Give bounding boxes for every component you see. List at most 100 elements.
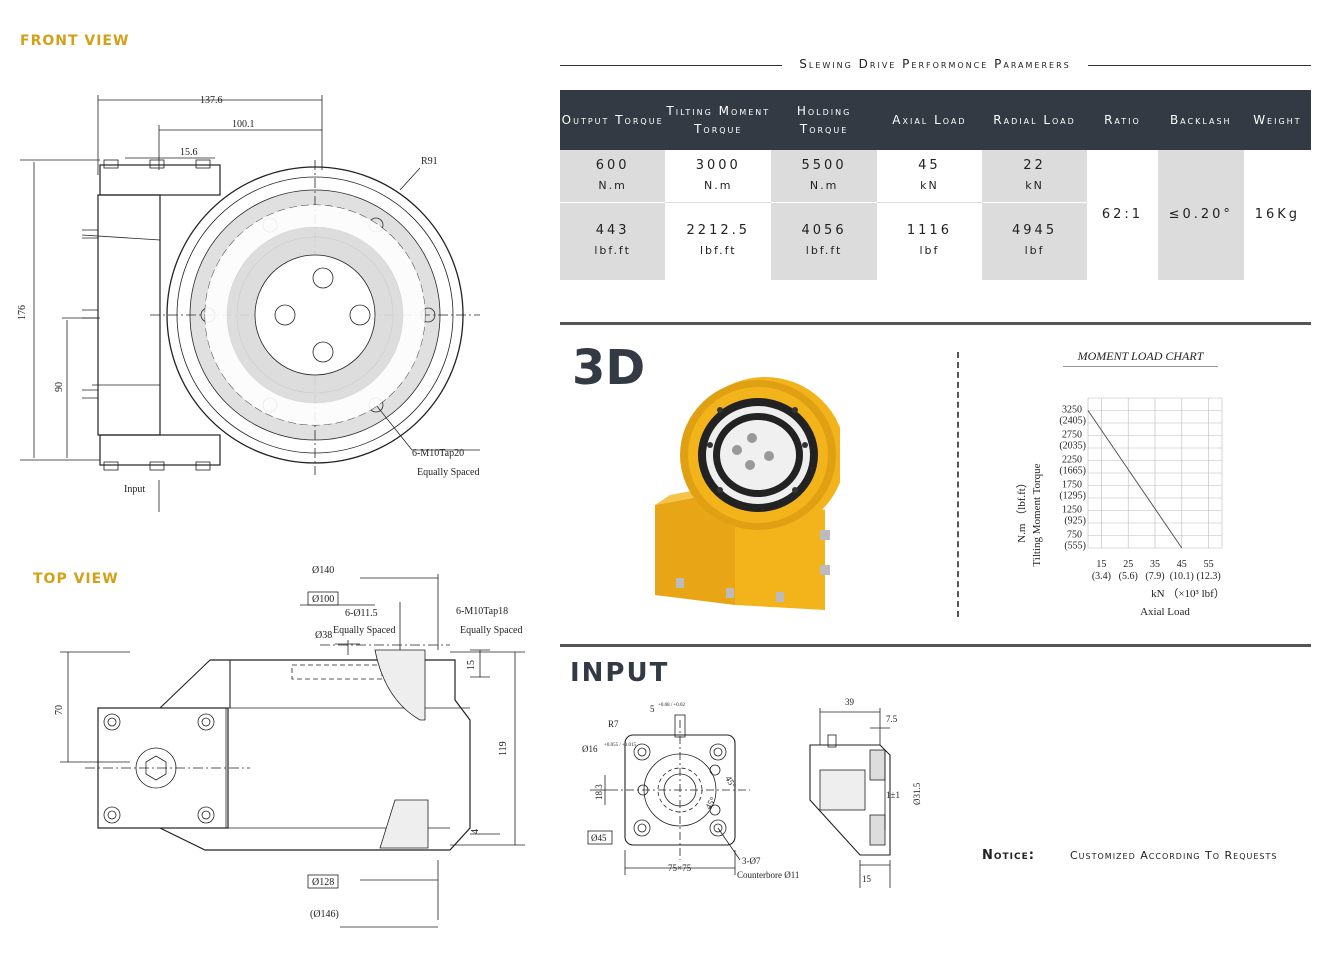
dim-100-1: 100.1 — [232, 119, 255, 130]
cell-weight: 16Kg — [1243, 150, 1311, 280]
chart-title: MOMENT LOAD CHART — [1063, 349, 1218, 367]
dim-d146: (Ø146) — [310, 909, 339, 920]
divider-input — [560, 644, 1311, 647]
input-counterbore: Counterbore Ø11 — [737, 870, 799, 880]
input-angle-2: 45° — [703, 795, 718, 811]
chart-ytick: 1250 — [1062, 505, 1082, 516]
dim-r91: R91 — [421, 156, 438, 167]
header-tilting-moment: Tilting Moment Torque — [665, 90, 772, 150]
dim-90: 90 — [54, 382, 65, 392]
cell-ratio: 62:1 — [1087, 150, 1158, 280]
dim-176: 176 — [17, 305, 28, 320]
input-d45: Ø45 — [591, 833, 607, 843]
divider-3d — [560, 322, 1311, 325]
chart-xlabel-units: kN （×10³ lbf） — [1151, 587, 1225, 600]
chart-xtick-imperial: (5.6) — [1119, 571, 1138, 582]
dim-d38: Ø38 — [315, 630, 332, 641]
spec-title: Slewing Drive Performonce Paramerers — [799, 57, 1071, 71]
dim-15: 15 — [466, 660, 477, 670]
top-view-drawing: Ø140 Ø100 6-Ø11.5 Equally Spaced Ø38 6-M… — [54, 565, 525, 928]
dim-70: 70 — [54, 705, 65, 715]
chart-ytick-imperial: (2035) — [1059, 441, 1086, 452]
3d-title: 3D — [572, 340, 646, 396]
chart-xtick: 45 — [1177, 559, 1187, 570]
note-equally-spaced: Equally Spaced — [417, 467, 479, 478]
note-6-11-5: 6-Ø11.5 — [345, 608, 378, 619]
chart-ytick: 2750 — [1062, 430, 1082, 441]
notice-label: Notice: — [982, 848, 1035, 863]
chart-series — [1087, 410, 1183, 549]
front-view-drawing: 137.6 100.1 15.6 R91 176 90 6-M10Tap20 E… — [17, 95, 480, 512]
dim-d100: Ø100 — [312, 594, 334, 605]
input-1: 1±1 — [886, 790, 900, 800]
chart-ytick-imperial: (925) — [1064, 516, 1086, 527]
chart-ylabel-units: N.m （lbf.ft） — [1015, 477, 1028, 543]
note-m10tap18: 6-M10Tap18 — [456, 606, 508, 617]
dim-d128: Ø128 — [312, 877, 334, 888]
dim-15-6: 15.6 — [180, 147, 198, 158]
chart-xtick-imperial: (12.3) — [1197, 571, 1221, 582]
chart-xtick: 35 — [1150, 559, 1160, 570]
chart-ytick-imperial: (1665) — [1059, 466, 1086, 477]
chart-series-line — [1087, 410, 1183, 549]
input-d16-tol: +0.055 / +0.015 — [604, 743, 637, 748]
chart-xtick-imperial: (10.1) — [1170, 571, 1194, 582]
input-angle-1: 45° — [723, 774, 738, 790]
3d-render — [655, 377, 840, 610]
spec-header-row: Output Torque Tilting Moment Torque Hold… — [560, 90, 1311, 150]
note-m10tap18-spaced: Equally Spaced — [460, 625, 522, 636]
chart-ytick-imperial: (555) — [1064, 541, 1086, 552]
chart-ytick: 2250 — [1062, 455, 1082, 466]
dim-119: 119 — [498, 741, 509, 756]
input-r7: R7 — [608, 719, 619, 729]
chart-xtick-imperial: (7.9) — [1145, 571, 1164, 582]
input-39: 39 — [845, 697, 855, 707]
chart-ytick-imperial: (1295) — [1059, 491, 1086, 502]
moment-load-chart: 3250(2405)2750(2035)2250(1665)1750(1295)… — [1015, 397, 1225, 618]
front-view-title: FRONT VIEW — [20, 33, 130, 49]
chart-ytick-imperial: (2405) — [1059, 416, 1086, 427]
spec-table: Output Torque Tilting Moment Torque Hold… — [560, 90, 1311, 280]
header-weight: Weight — [1243, 90, 1311, 150]
chart-xtick: 25 — [1123, 559, 1133, 570]
input-drawing: R7 Ø16 +0.055 / +0.015 5 +0.08 / +0.02 1… — [582, 697, 922, 888]
chart-xlabel-main: Axial Load — [1140, 606, 1190, 618]
label-input: Input — [124, 484, 145, 495]
dim-d140: Ø140 — [312, 565, 334, 576]
spec-rule-left — [560, 65, 782, 66]
spec-rule-right — [1088, 65, 1311, 66]
input-d18-3: 18.3 — [594, 784, 604, 800]
input-d16: Ø16 — [582, 744, 598, 754]
chart-ylabel-main: Tilting Moment Torque — [1031, 463, 1043, 566]
cell-backlash: ≤0.20° — [1157, 150, 1244, 280]
input-d31-5: Ø31.5 — [912, 782, 922, 805]
header-axial-load: Axial Load — [876, 90, 982, 150]
chart-xtick-imperial: (3.4) — [1092, 571, 1111, 582]
header-radial-load: Radial Load — [981, 90, 1088, 150]
notice-text: Customized According To Requests — [1070, 849, 1278, 862]
header-output-torque: Output Torque — [560, 90, 666, 150]
input-75x75: 75×75 — [668, 863, 692, 873]
chart-divider — [957, 352, 959, 617]
chart-xtick: 15 — [1096, 559, 1106, 570]
input-d5-tol: +0.08 / +0.02 — [658, 703, 686, 708]
dim-4: 4 — [470, 829, 481, 834]
note-m10tap20: 6-M10Tap20 — [412, 448, 464, 459]
chart-ticks: 3250(2405)2750(2035)2250(1665)1750(1295)… — [1059, 405, 1220, 583]
input-7-5: 7.5 — [886, 714, 898, 724]
chart-ytick: 750 — [1067, 530, 1082, 541]
chart-ytick: 3250 — [1062, 405, 1082, 416]
header-ratio: Ratio — [1087, 90, 1158, 150]
input-title: INPUT — [570, 658, 670, 688]
input-d5: 5 — [650, 704, 655, 714]
